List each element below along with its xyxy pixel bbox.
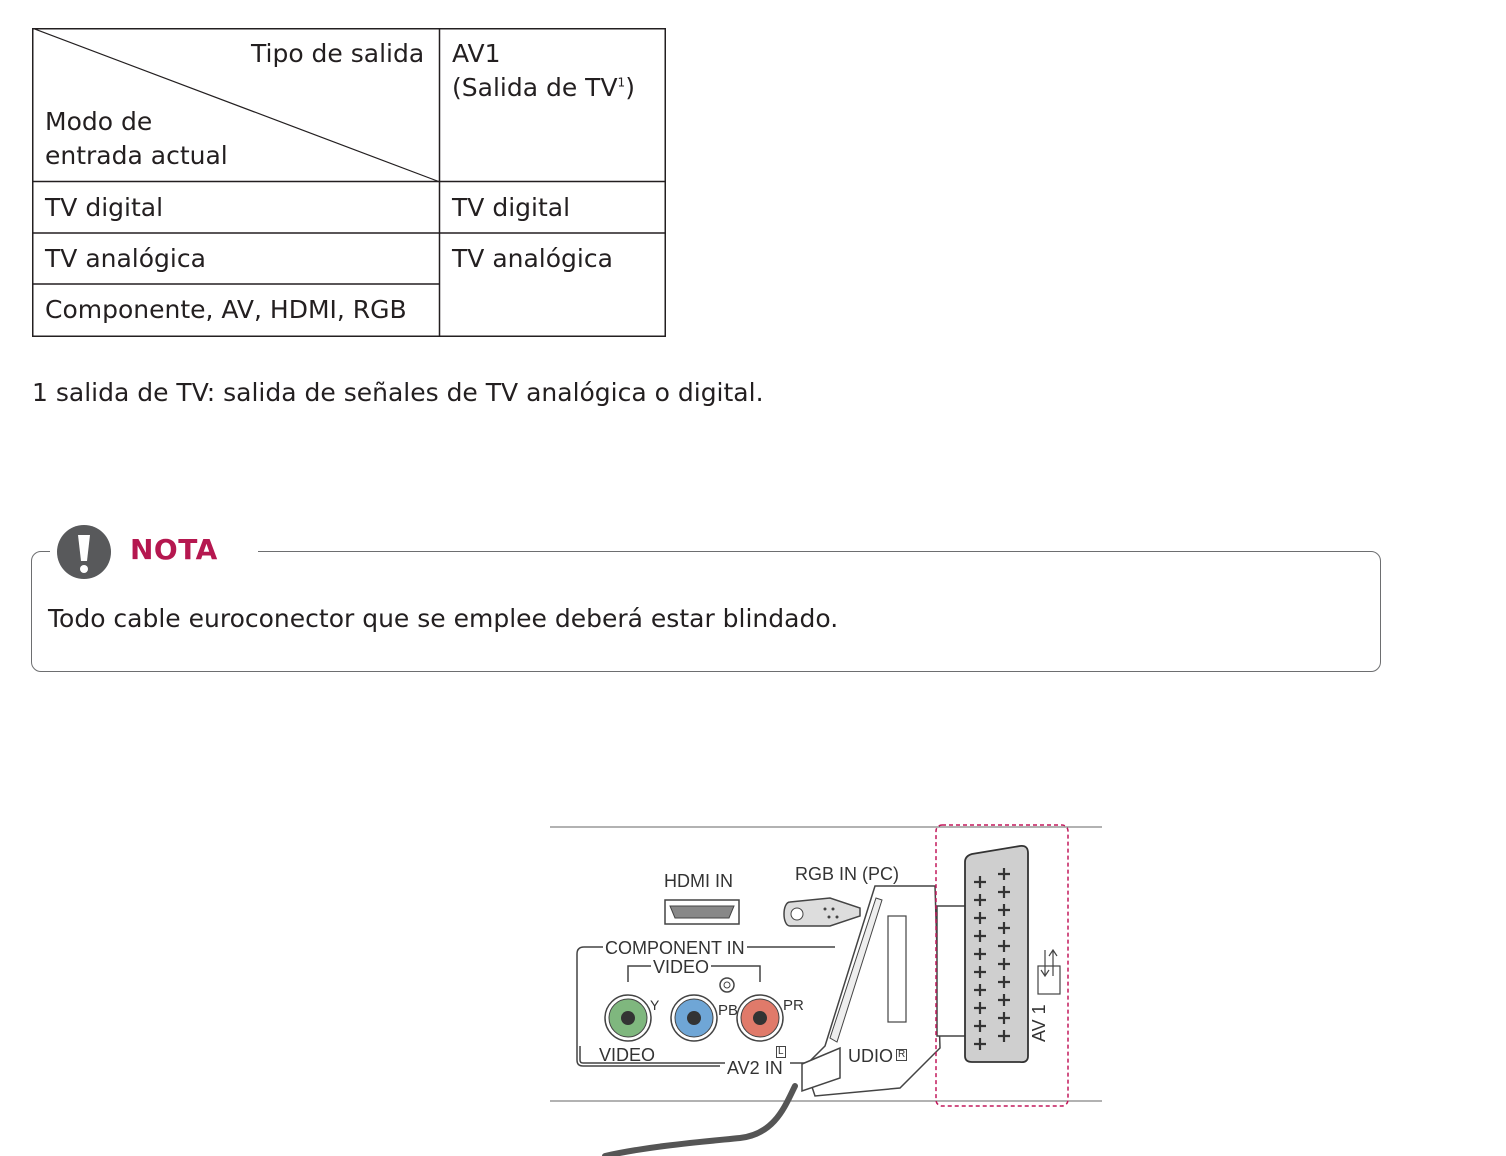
table-grid bbox=[32, 28, 666, 337]
component-in-label: COMPONENT IN bbox=[603, 938, 747, 958]
row-output-digital: TV digital bbox=[452, 193, 571, 222]
video-top-label: VIDEO bbox=[651, 957, 712, 977]
row-input-digital: TV digital bbox=[45, 193, 164, 222]
output-mode-table: Tipo de salida Modo de entrada actual AV… bbox=[32, 28, 666, 337]
footnote: 1 salida de TV: salida de señales de TV … bbox=[32, 378, 764, 407]
footnote-marker: 1 bbox=[617, 75, 626, 90]
row-output-analog: TV analógica bbox=[452, 244, 613, 273]
exclamation-icon bbox=[57, 525, 111, 579]
note-title: NOTA bbox=[130, 533, 218, 566]
diagram-graphics bbox=[550, 824, 1102, 1156]
pb-label: PB bbox=[718, 1002, 739, 1019]
video-bottom-label: VIDEO bbox=[599, 1045, 656, 1065]
header-input-mode-line1: Modo de bbox=[45, 107, 153, 136]
rgb-in-label: RGB IN (PC) bbox=[795, 864, 900, 884]
r-mark: R bbox=[896, 1049, 908, 1061]
header-input-mode-line2: entrada actual bbox=[45, 141, 228, 170]
header-av1-line2: (Salida de TV1) bbox=[452, 73, 635, 102]
note-box bbox=[31, 551, 1381, 672]
av2-in-label: AV2 IN bbox=[725, 1058, 785, 1078]
row-input-other: Componente, AV, HDMI, RGB bbox=[45, 295, 407, 324]
connection-diagram: HDMI IN RGB IN (PC) COMPONENT IN VIDEO Y… bbox=[540, 816, 1110, 1156]
pr-label: PR bbox=[783, 997, 804, 1014]
hdmi-in-label: HDMI IN bbox=[664, 871, 733, 891]
audio-label: UDIO bbox=[848, 1046, 893, 1066]
header-av1-line1: AV1 bbox=[452, 39, 501, 68]
note-text: Todo cable euroconector que se emplee de… bbox=[48, 604, 839, 633]
l-mark: L bbox=[776, 1046, 786, 1058]
y-label: Y bbox=[650, 997, 660, 1013]
header-output-type: Tipo de salida bbox=[251, 39, 425, 68]
row-input-analog: TV analógica bbox=[45, 244, 206, 273]
av1-label: AV 1 bbox=[1029, 1004, 1049, 1042]
